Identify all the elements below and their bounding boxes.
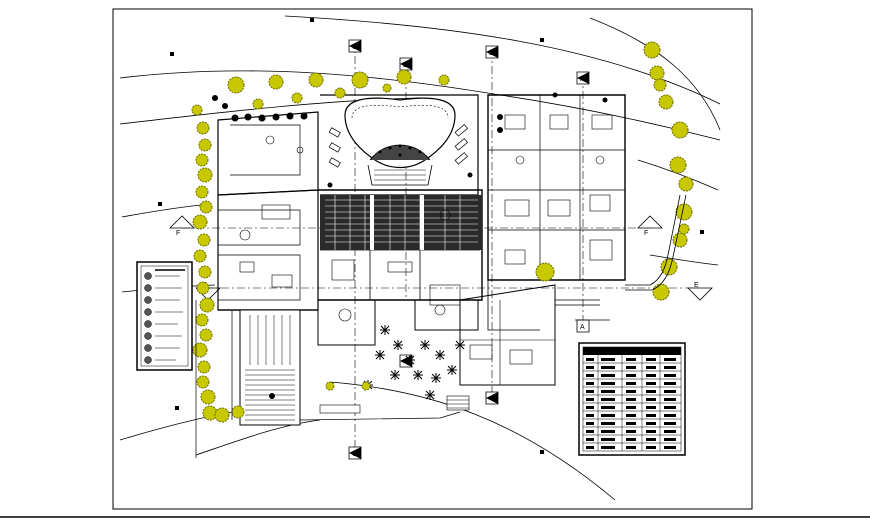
section-marker-a-top: A — [576, 71, 590, 85]
svg-text:B: B — [403, 62, 408, 69]
section-marker-d-bottom — [485, 391, 499, 405]
section-marker-b-top: B — [399, 57, 413, 71]
svg-text:D: D — [489, 50, 494, 57]
legend-panel — [136, 261, 193, 371]
entrance-steps — [319, 395, 470, 414]
svg-text:A: A — [580, 76, 585, 83]
schedule-table — [578, 342, 686, 456]
interior-fixtures — [239, 114, 613, 365]
section-marker-f-right: F — [637, 215, 663, 237]
site-boundary — [195, 300, 461, 458]
lounge-chairs — [328, 124, 469, 168]
swimming-pool — [344, 97, 456, 186]
svg-text:C: C — [352, 44, 357, 51]
svg-text:C: C — [352, 451, 357, 458]
section-marker-c-top: C — [348, 39, 362, 53]
section-marker-b-bottom — [399, 354, 413, 368]
entry-deck — [239, 309, 301, 426]
section-marker-d-top: D — [485, 45, 499, 59]
site-road-lines — [119, 15, 721, 501]
section-marker-f-left: F — [169, 215, 195, 237]
svg-text:F: F — [176, 230, 180, 237]
sheet-border — [112, 8, 753, 510]
svg-text:A: A — [580, 324, 585, 331]
section-marker-a-bottom: A — [576, 319, 590, 333]
planting-symbols — [158, 18, 704, 454]
hatched-hall — [320, 195, 482, 250]
section-marker-e-right: E — [687, 282, 713, 301]
svg-text:E: E — [694, 282, 699, 289]
section-marker-c-bottom: C — [348, 446, 362, 460]
driveway — [555, 194, 687, 321]
palm-cluster — [363, 325, 465, 400]
svg-text:F: F — [644, 230, 648, 237]
